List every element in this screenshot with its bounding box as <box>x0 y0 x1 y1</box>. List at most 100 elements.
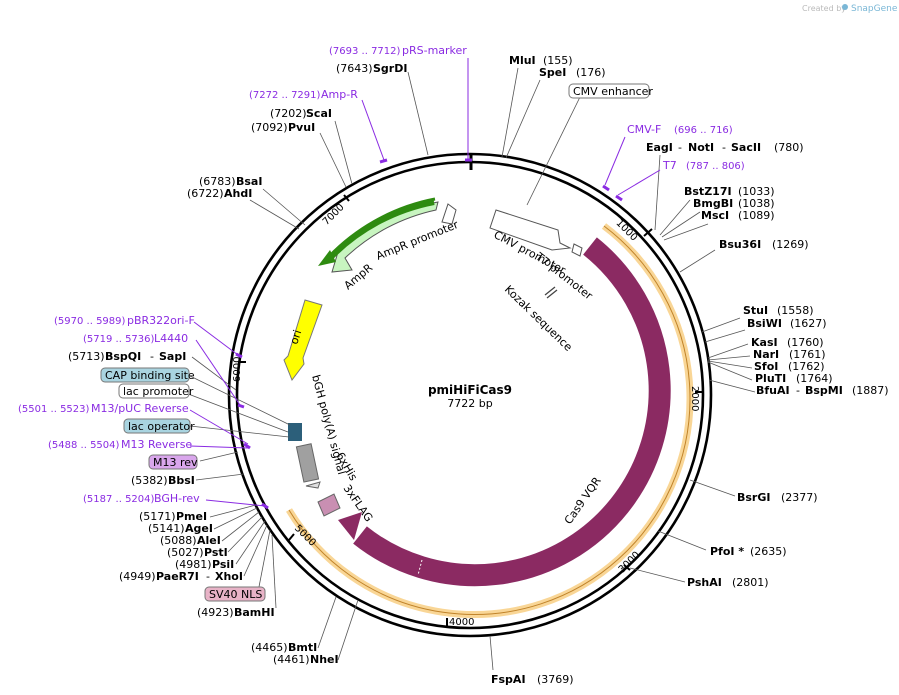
svg-text:-: - <box>150 350 154 363</box>
primer-pbr-name: pBR322ori-F <box>127 314 195 327</box>
site-pluti: PluTI <box>755 372 786 385</box>
site-bsu36i-pos: (1269) <box>772 238 809 251</box>
site-scai-pos: (7202) <box>270 107 307 120</box>
site-bbsi-pos: (5382) <box>131 474 168 487</box>
site-nhei-pos: (4461) <box>273 653 310 666</box>
site-paer7i-pos: (4949) <box>119 570 156 583</box>
credit-prefix: Created by <box>802 4 846 13</box>
site-bsrgi-pos: (2377) <box>781 491 818 504</box>
site-stui-pos: (1558) <box>777 304 814 317</box>
plasmid-name: pmiHiFiCas9 <box>428 383 512 397</box>
primer-l4440-name: L4440 <box>154 332 188 345</box>
credit-brand: SnapGene <box>851 4 898 14</box>
box-cmv-enhancer: CMV enhancer <box>573 85 653 98</box>
primer-m13puc-range: (5501 .. 5523) <box>18 404 90 415</box>
site-bfuai-pos: (1887) <box>852 384 889 397</box>
site-alei-pos: (5088) <box>160 534 197 547</box>
site-pvui: PvuI <box>288 121 315 134</box>
primer-cmvf-range: (696 .. 716) <box>674 125 733 136</box>
site-agei: AgeI <box>185 522 213 535</box>
primer-ampr-name: Amp-R <box>321 88 358 101</box>
site-noti: NotI <box>688 141 714 154</box>
site-psii: PsiI <box>212 558 234 571</box>
sites-right: MluI (155) SpeI (176) EagI - NotI - SacI… <box>491 54 889 686</box>
site-scai: ScaI <box>306 107 332 120</box>
boxed-features: CMV enhancer CAP binding site lac promot… <box>100 83 653 602</box>
primer-pbr-range: (5970 .. 5989) <box>54 316 126 327</box>
site-bmti: BmtI <box>288 641 317 654</box>
site-bsai-pos: (6783) <box>199 175 236 188</box>
primer-lines <box>189 58 661 510</box>
site-ahdi-pos: (6722) <box>187 187 224 200</box>
site-paer7i: PaeR7I <box>156 570 199 583</box>
plasmid-length: 7722 bp <box>447 397 492 410</box>
box-lac-promoter: lac promoter <box>123 385 194 398</box>
tick-4000: 4000 <box>449 617 474 628</box>
site-sgrdi-pos: (7643) <box>336 62 373 75</box>
site-bspmi: BspMI <box>805 384 843 397</box>
ori-arrow <box>283 299 323 382</box>
site-bsu36i: Bsu36I <box>719 238 761 251</box>
primer-bghrev-range: (5187 .. 5204) <box>83 494 155 505</box>
site-pmei-pos: (5171) <box>139 510 176 523</box>
sites-left: (7643) SgrDI (7202) ScaI (7092) PvuI (67… <box>68 62 407 666</box>
ampr-band <box>327 199 435 261</box>
site-bsiwi: BsiWI <box>747 317 782 330</box>
svg-text:-: - <box>796 384 800 397</box>
primer-t7-name: T7 <box>662 159 677 172</box>
site-sfoi-pos: (1762) <box>788 360 825 373</box>
box-cap-binding: CAP binding site <box>105 369 195 382</box>
site-bsai: BsaI <box>236 175 262 188</box>
site-kasi: KasI <box>751 336 778 349</box>
site-psii-pos: (4981) <box>175 558 212 571</box>
primer-m13rev-name: M13 Reverse <box>121 438 192 451</box>
t7-promoter-arrow <box>571 243 583 257</box>
site-mlui: MluI <box>509 54 536 67</box>
primer-bghrev-name: BGH-rev <box>154 492 200 505</box>
cas9-arrowhead <box>338 512 362 540</box>
site-spei-pos: (176) <box>576 66 606 79</box>
box-lac-operator: lac operator <box>128 420 195 433</box>
site-sapi: SapI <box>159 350 186 363</box>
kozak-mark <box>544 286 556 296</box>
site-msci: MscI <box>701 209 729 222</box>
site-bfuai: BfuAI <box>756 384 790 397</box>
label-kozak: Kozak sequence <box>502 283 575 354</box>
primer-cmvf-name: CMV-F <box>627 123 661 136</box>
site-pshai-pos: (2801) <box>732 576 769 589</box>
site-msci-pos: (1089) <box>738 209 775 222</box>
primer-t7-range: (787 .. 806) <box>686 161 745 172</box>
site-bmti-pos: (4465) <box>251 641 288 654</box>
site-psti: PstI <box>204 546 228 559</box>
label-ori: ori <box>287 328 304 346</box>
primer-m13rev-range: (5488 .. 5504) <box>48 440 120 451</box>
primer-prs-name: pRS-marker <box>402 44 467 57</box>
site-bamhi-pos: (4923) <box>197 606 234 619</box>
site-pmei: PmeI <box>176 510 207 523</box>
site-bspqi: BspQI <box>105 350 141 363</box>
ampr-promoter-arrow <box>441 203 457 225</box>
site-pfoi: PfoI * <box>710 545 744 558</box>
site-bstz17i: BstZ17I <box>684 185 732 198</box>
site-bmgbi: BmgBI <box>693 197 733 210</box>
orf-highlight-line <box>288 225 691 615</box>
primer-m13puc-name: M13/pUC Reverse <box>91 402 189 415</box>
site-sgrdi: SgrDI <box>373 62 407 75</box>
svg-text:-: - <box>678 141 682 154</box>
svg-text:-: - <box>722 141 726 154</box>
svg-text:-: - <box>206 570 210 583</box>
site-eagi: EagI <box>646 141 673 154</box>
tick-6000: 6000 <box>232 357 243 382</box>
site-spei: SpeI <box>539 66 566 79</box>
site-pshai: PshAI <box>687 576 722 589</box>
flag-box <box>317 493 341 517</box>
site-nhei: NheI <box>310 653 339 666</box>
tick-2000: 2000 <box>689 386 700 411</box>
site-bmgbi-pos: (1038) <box>738 197 775 210</box>
site-fspai-pos: (3769) <box>537 673 574 686</box>
site-fspai: FspAI <box>491 673 526 686</box>
site-sfoi: SfoI <box>754 360 778 373</box>
tick-7000: 7000 <box>321 202 347 228</box>
site-ahdi: AhdI <box>224 187 252 200</box>
site-pvui-pos: (7092) <box>251 121 288 134</box>
